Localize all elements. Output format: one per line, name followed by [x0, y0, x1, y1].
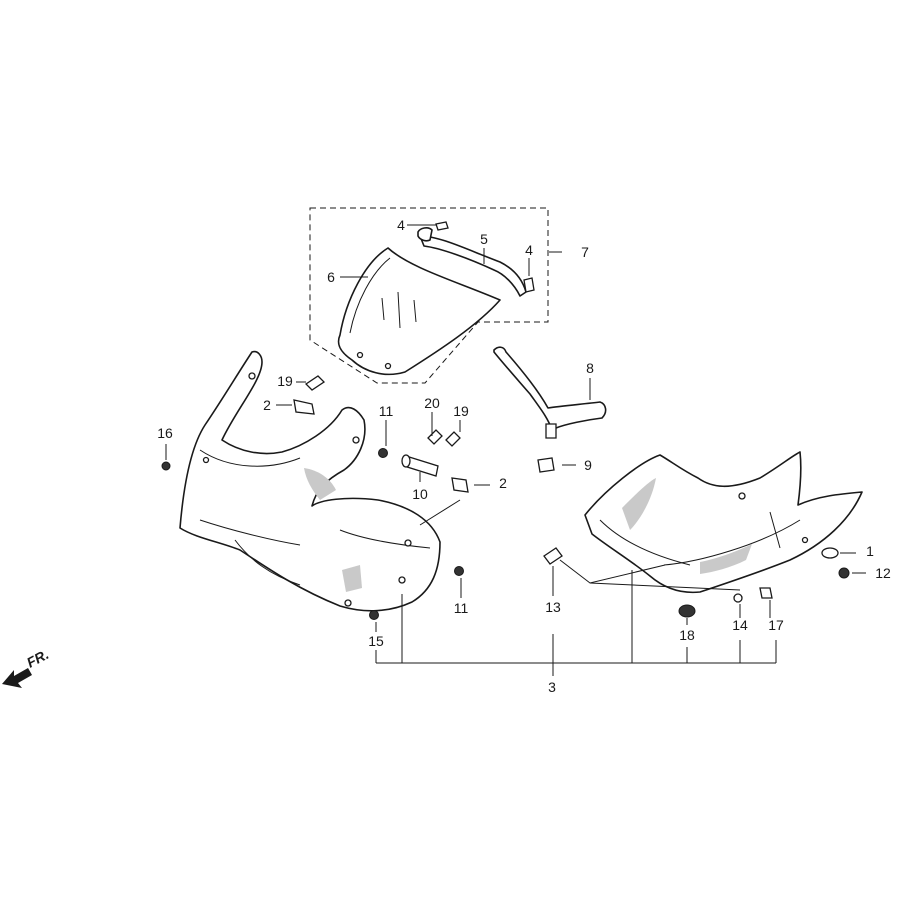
front-direction-indicator: FR. [2, 646, 51, 688]
windscreen[interactable] [337, 247, 501, 376]
rubber-18[interactable] [678, 604, 696, 618]
callout-10: 10 [412, 486, 428, 502]
clip-4-right[interactable] [523, 277, 535, 293]
callout-2-left: 2 [263, 397, 271, 413]
windscreen-stay[interactable] [417, 227, 527, 297]
callout-20: 20 [424, 395, 440, 411]
lower-cowl[interactable] [584, 451, 863, 594]
clip-19-mid[interactable] [445, 431, 461, 447]
clip-4-top[interactable] [435, 221, 449, 231]
upper-cowl[interactable] [179, 350, 441, 612]
washer-1[interactable] [821, 547, 839, 559]
collar-2-left[interactable] [293, 399, 315, 415]
bolt-16[interactable] [161, 461, 171, 471]
callout-15: 15 [368, 633, 384, 649]
cowl-stay[interactable] [493, 346, 607, 439]
callout-19-left: 19 [277, 373, 293, 389]
rivet-17[interactable] [759, 587, 773, 599]
clip-13[interactable] [543, 547, 563, 565]
callout-6: 6 [327, 269, 335, 285]
callout-4-right: 4 [525, 242, 533, 258]
callout-11-upper: 11 [379, 403, 394, 419]
leader-lines [165, 224, 866, 676]
bolt-11-lower[interactable] [454, 566, 464, 576]
bolt-12[interactable] [838, 567, 850, 579]
callout-17: 17 [768, 617, 784, 633]
callout-19-mid: 19 [453, 403, 469, 419]
callout-3: 3 [548, 679, 556, 695]
callout-1: 1 [866, 543, 874, 559]
callout-16: 16 [157, 425, 173, 441]
front-arrow-icon [2, 668, 32, 688]
front-label: FR. [24, 646, 51, 671]
group-outline-7 [309, 207, 549, 384]
pipe-10[interactable] [401, 454, 439, 477]
callout-13: 13 [545, 599, 561, 615]
callout-14: 14 [732, 617, 748, 633]
callout-5: 5 [480, 231, 488, 247]
clip-20[interactable] [427, 429, 443, 445]
callout-8: 8 [586, 360, 594, 376]
callout-11-lower: 11 [454, 600, 469, 616]
grommet-9[interactable] [537, 457, 555, 473]
callout-7: 7 [581, 244, 589, 260]
collar-2-right[interactable] [451, 477, 469, 493]
callout-12: 12 [875, 565, 891, 581]
nut-14[interactable] [733, 593, 743, 603]
callout-4-top: 4 [397, 217, 405, 233]
bolt-11-upper[interactable] [378, 448, 388, 458]
callout-labels: 1 2 2 3 4 4 5 6 7 8 9 10 11 11 12 13 14 … [157, 217, 891, 695]
screw-15[interactable] [369, 610, 379, 620]
clip-19-left[interactable] [304, 375, 326, 391]
windscreen-assembly-group [309, 207, 549, 384]
callout-2-right: 2 [499, 475, 507, 491]
callout-9: 9 [584, 457, 592, 473]
callout-18: 18 [679, 627, 695, 643]
